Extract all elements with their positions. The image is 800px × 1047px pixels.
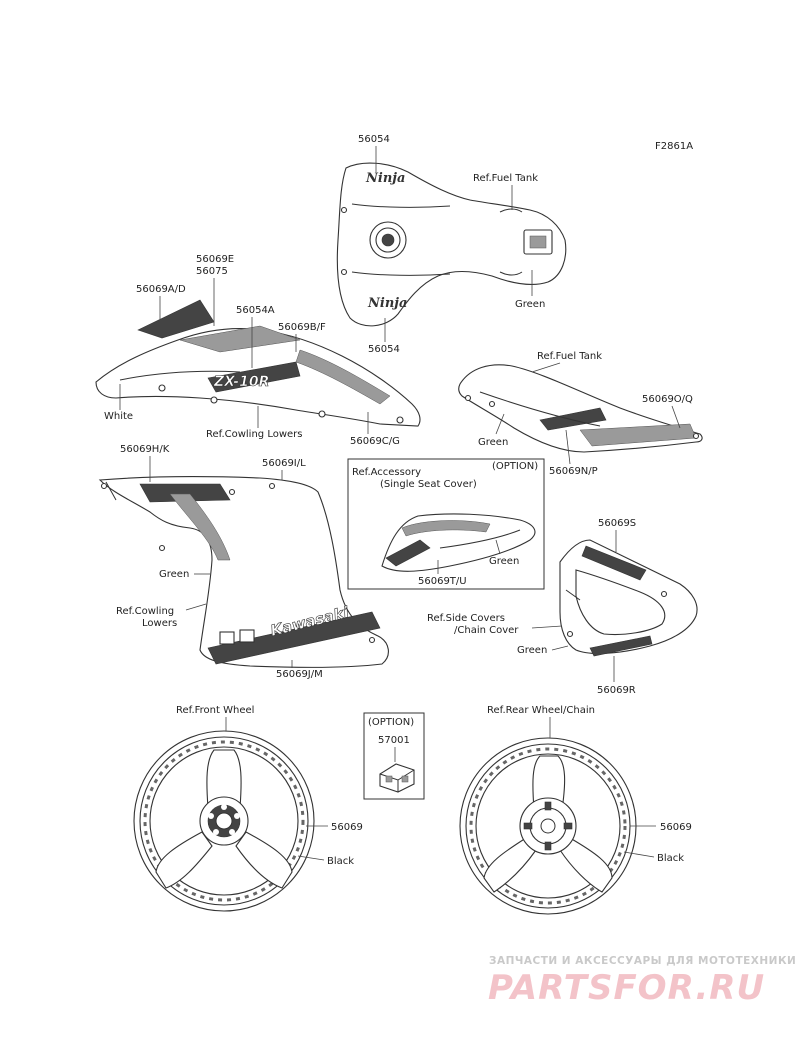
leader-green-seat [495, 539, 501, 555]
label-56069s: 56069S [598, 518, 636, 529]
label-ref-cowling-lowers-2b: Lowers [142, 618, 177, 629]
watermark-tagline: ЗАПЧАСТИ И АКСЕССУАРЫ ДЛЯ МОТОТЕХНИКИ [489, 955, 797, 967]
label-56069ad: 56069A/D [136, 284, 186, 295]
label-green-side: Green [517, 645, 547, 656]
zx10r-decal: ZX-10R [213, 374, 269, 390]
label-green-tank: Green [515, 299, 545, 310]
label-ref-front-wheel: Ref.Front Wheel [176, 705, 254, 716]
label-56069hk: 56069H/K [120, 444, 170, 455]
leader-ref-side-covers [531, 625, 563, 629]
label-ref-accessory-2: (Single Seat Cover) [380, 479, 477, 490]
label-option-2: (OPTION) [368, 717, 414, 728]
label-57001: 57001 [378, 735, 410, 746]
tool-57001-part [379, 763, 415, 793]
side-cowl-part [98, 476, 389, 668]
label-ref-fuel-tank-2: Ref.Fuel Tank [537, 351, 602, 362]
label-56069il: 56069I/L [262, 458, 306, 469]
leader-black-front [297, 855, 325, 861]
watermark-logo: PARTSFOR.RU [488, 968, 766, 1008]
ninja-decal-top: Ninja [365, 171, 405, 186]
label-56069jm: 56069J/M [276, 669, 323, 680]
label-56069-rear: 56069 [660, 822, 692, 833]
figure-code: F2861A [655, 141, 693, 152]
label-black-front: Black [327, 856, 354, 867]
label-56054a: 56054A [236, 305, 275, 316]
leader-ref-fuel-tank-2 [531, 362, 561, 373]
upper-cowl-part [95, 299, 421, 427]
label-ref-accessory-1: Ref.Accessory [352, 467, 421, 478]
ninja-decal-bottom: Ninja [367, 296, 407, 311]
label-56069bf: 56069B/F [278, 322, 326, 333]
label-56069oq: 56069O/Q [642, 394, 693, 405]
leader-green-side [551, 645, 569, 651]
leader-black-rear [623, 851, 655, 858]
label-56069cg: 56069C/G [350, 436, 400, 447]
option-box-57001 [363, 712, 425, 800]
label-white: White [104, 411, 133, 422]
rear-side-cover-part [559, 539, 698, 657]
label-56069-front: 56069 [331, 822, 363, 833]
label-ref-cowling-lowers-2a: Ref.Cowling [116, 606, 174, 617]
label-green-seat: Green [489, 556, 519, 567]
label-option-1: (OPTION) [492, 461, 538, 472]
label-ref-side-covers-a: Ref.Side Covers [427, 613, 505, 624]
leader-56069np [565, 429, 571, 465]
label-56054-top: 56054 [358, 134, 390, 145]
label-56069r: 56069R [597, 685, 636, 696]
seat-cover-part [381, 513, 536, 572]
option-box-seat-cover [347, 458, 545, 590]
label-56069np: 56069N/P [549, 466, 598, 477]
label-56075: 56075 [196, 266, 228, 277]
front-wheel-part [133, 730, 315, 912]
label-56069tu: 56069T/U [418, 576, 467, 587]
label-ref-rear-wheel: Ref.Rear Wheel/Chain [487, 705, 595, 716]
label-black-rear: Black [657, 853, 684, 864]
tail-cowl-part [458, 364, 703, 453]
label-ref-cowling-lowers-1: Ref.Cowling Lowers [206, 429, 303, 440]
label-56054-bottom: 56054 [368, 344, 400, 355]
label-green-tail: Green [478, 437, 508, 448]
leader-ref-cowling-lowers-2 [185, 603, 207, 611]
label-green-cowl: Green [159, 569, 189, 580]
fuel-tank-cover-part [336, 162, 567, 327]
rear-wheel-part [459, 737, 637, 915]
label-ref-fuel-tank-1: Ref.Fuel Tank [473, 173, 538, 184]
leader-56069oq [671, 405, 681, 429]
label-ref-side-covers-b: /Chain Cover [454, 625, 519, 636]
leader-green-tail [495, 413, 505, 435]
label-56069e: 56069E [196, 254, 234, 265]
